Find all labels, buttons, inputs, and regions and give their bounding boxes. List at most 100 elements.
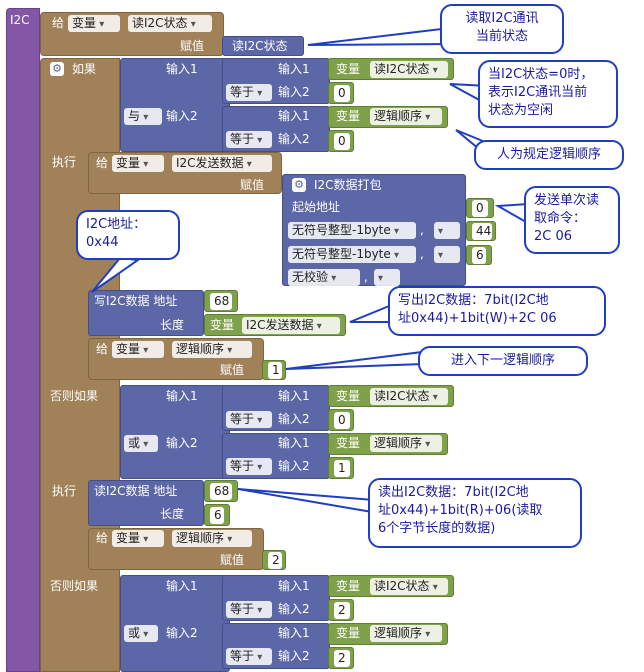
- and-dropdown[interactable]: 与: [124, 108, 162, 125]
- num-value[interactable]: 1: [334, 460, 350, 477]
- callout-idle-state: 当I2C状态=0时， 表示I2C通讯当前 状态为空闲: [478, 60, 618, 128]
- cmp-input1: 输入1: [278, 389, 310, 403]
- var-get-label: 变量: [336, 579, 361, 593]
- num-value[interactable]: 1: [268, 362, 282, 379]
- assign-label: 赋值: [220, 363, 245, 377]
- var-name-dropdown[interactable]: 逻辑顺序: [172, 341, 252, 358]
- num-value[interactable]: 2: [334, 650, 350, 667]
- else-if-label: 否则如果: [50, 389, 99, 403]
- type-dropdown[interactable]: 无符号整型-1byte: [288, 246, 416, 263]
- cmp-input1: 输入1: [278, 626, 310, 640]
- var-get-dropdown[interactable]: 逻辑顺序: [370, 625, 442, 642]
- equals-dropdown[interactable]: 等于: [226, 458, 272, 475]
- var-get-label: 变量: [336, 436, 361, 450]
- or-dropdown[interactable]: 或: [124, 625, 158, 642]
- num-value[interactable]: 0: [334, 133, 350, 150]
- empty-dropdown[interactable]: [434, 222, 460, 239]
- checksum-dropdown[interactable]: 无校验: [288, 269, 360, 286]
- read-i2c-block[interactable]: [88, 480, 204, 526]
- cmp-input1: 输入1: [278, 436, 310, 450]
- comma-label: ,: [420, 223, 424, 237]
- input2-label: 输入2: [166, 436, 198, 450]
- var-get-label: 变量: [336, 626, 361, 640]
- equals-dropdown[interactable]: 等于: [226, 601, 272, 618]
- var-get-dropdown[interactable]: 读I2C状态: [370, 578, 448, 595]
- input1-label: 输入1: [166, 62, 198, 76]
- assign-label: 赋值: [220, 553, 245, 567]
- do-label: 执行: [52, 155, 77, 169]
- var-get-label: 变量: [210, 318, 235, 332]
- equals-dropdown[interactable]: 等于: [226, 648, 272, 665]
- value-1[interactable]: 44: [472, 223, 492, 240]
- empty-dropdown[interactable]: [434, 246, 460, 263]
- callout-next-order: 进入下一逻辑顺序: [418, 346, 588, 376]
- input2-label: 输入2: [166, 109, 198, 123]
- callout-read-data: 读出I2C数据：7bit(I2C地 址0x44)+1bit(R)+06(读取 6…: [368, 478, 582, 548]
- input1-label: 输入1: [166, 389, 198, 403]
- read-addr-value[interactable]: 68: [210, 483, 232, 500]
- give-label: 给: [96, 156, 109, 170]
- var-get-dropdown[interactable]: 读I2C状态: [370, 388, 448, 405]
- callout-read-command: 发送单次读 取命令： 2C 06: [524, 186, 620, 254]
- input2-label: 输入2: [166, 626, 198, 640]
- write-len-label: 长度: [160, 318, 185, 332]
- variable-dropdown[interactable]: 变量: [112, 155, 164, 172]
- write-addr-value[interactable]: 68: [210, 293, 232, 310]
- cmp-input2: 输入2: [278, 649, 310, 663]
- var-get-label: 变量: [336, 109, 361, 123]
- cmp-input1: 输入1: [278, 579, 310, 593]
- read-len-value[interactable]: 6: [210, 507, 224, 524]
- var-name-dropdown[interactable]: 读I2C状态: [128, 15, 212, 32]
- num-value[interactable]: 2: [268, 552, 282, 569]
- start-addr-label: 起始地址: [292, 200, 341, 214]
- cmp-input2: 输入2: [278, 602, 310, 616]
- else-if-label: 否则如果: [50, 579, 99, 593]
- write-addr-label: 写I2C数据 地址: [94, 294, 178, 308]
- num-value[interactable]: 0: [334, 85, 350, 102]
- var-get-dropdown[interactable]: 逻辑顺序: [370, 435, 442, 452]
- gear-icon[interactable]: ⚙: [50, 62, 64, 76]
- do-body-1: [86, 154, 92, 382]
- var-get-dropdown[interactable]: 逻辑顺序: [370, 108, 442, 125]
- start-addr-value[interactable]: 0: [472, 200, 488, 217]
- read-state-value-block[interactable]: [222, 36, 304, 56]
- give-label: 给: [96, 531, 109, 545]
- callout-write-data: 写出I2C数据：7bit(I2C地 址0x44)+1bit(W)+2C 06: [388, 286, 606, 336]
- cmp-input1: 输入1: [278, 62, 310, 76]
- type-dropdown[interactable]: 无符号整型-1byte: [288, 222, 416, 239]
- num-value[interactable]: 2: [334, 602, 350, 619]
- do-label: 执行: [52, 484, 77, 498]
- and-block[interactable]: [120, 58, 230, 152]
- write-i2c-block[interactable]: [88, 290, 204, 336]
- var-get-label: 变量: [336, 389, 361, 403]
- value-2[interactable]: 6: [472, 247, 486, 264]
- cmp-input2: 输入2: [278, 459, 310, 473]
- var-get-dropdown[interactable]: 读I2C状态: [370, 61, 448, 78]
- i2c-block[interactable]: [6, 8, 40, 672]
- or-block[interactable]: [120, 385, 230, 479]
- variable-dropdown[interactable]: 变量: [112, 530, 164, 547]
- empty-dropdown[interactable]: [374, 269, 400, 286]
- var-get-label: 变量: [336, 62, 361, 76]
- equals-dropdown[interactable]: 等于: [226, 131, 272, 148]
- equals-dropdown[interactable]: 等于: [226, 411, 272, 428]
- or-dropdown[interactable]: 或: [124, 435, 158, 452]
- or-block[interactable]: [120, 575, 230, 672]
- var-name-dropdown[interactable]: I2C发送数据: [172, 155, 272, 172]
- callout-logic-order: 人为规定逻辑顺序: [474, 140, 624, 170]
- i2c-label: I2C: [10, 13, 30, 27]
- read-addr-label: 读I2C数据 地址: [94, 484, 178, 498]
- equals-dropdown[interactable]: 等于: [226, 84, 272, 101]
- var-name-dropdown[interactable]: 逻辑顺序: [172, 530, 252, 547]
- num-value[interactable]: 0: [334, 412, 350, 429]
- variable-dropdown[interactable]: 变量: [112, 341, 164, 358]
- variable-dropdown[interactable]: 变量: [68, 15, 120, 32]
- cmp-input2: 输入2: [278, 412, 310, 426]
- gear-icon[interactable]: ⚙: [292, 178, 306, 192]
- cmp-input2: 输入2: [278, 132, 310, 146]
- assign-label: 赋值: [240, 178, 265, 192]
- comma-label: ,: [364, 270, 368, 284]
- give-label: 给: [96, 342, 109, 356]
- var-get-dropdown[interactable]: I2C发送数据: [242, 317, 340, 334]
- cmp-input1: 输入1: [278, 109, 310, 123]
